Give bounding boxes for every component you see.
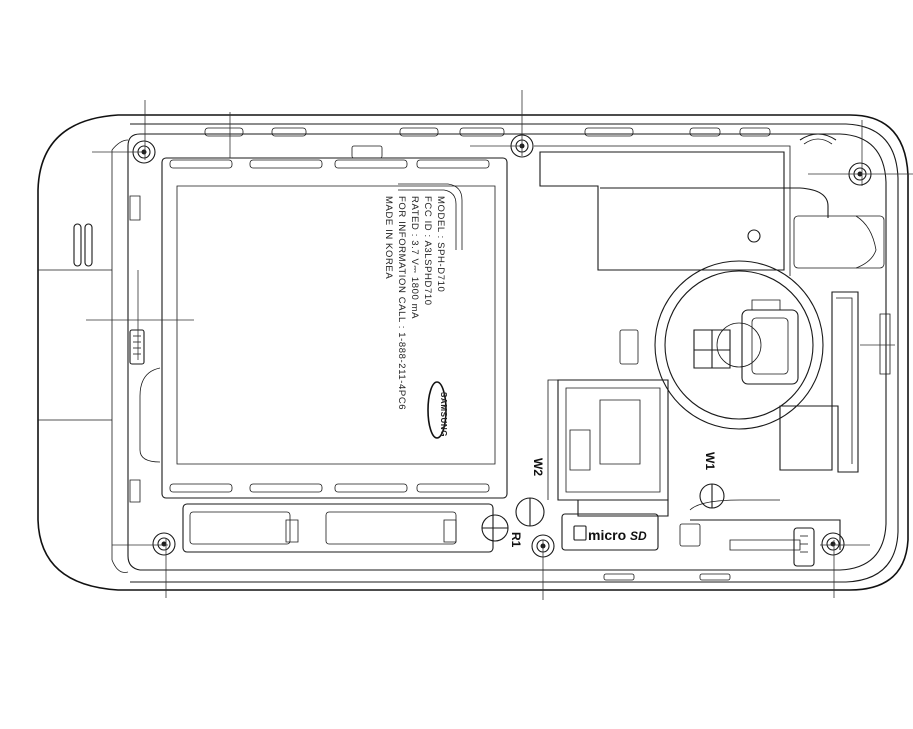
camera-lens [620,261,823,429]
battery [162,158,507,498]
top-edge-slots [205,128,770,158]
bottom-edge-slots [604,574,730,580]
right-side-panel [780,292,890,472]
bottom-left-connectors [183,504,493,552]
microsd-brand-text: micro [588,527,626,543]
bottom-right-details [680,500,840,566]
samsung-logo: SAMSUNG [428,382,448,438]
samsung-logo-text: SAMSUNG [439,392,448,437]
battery-label-line-4: FOR INFORMATION CALL : 1-888-211-4PC6 [396,196,407,410]
screw-bottom-left [153,533,175,555]
battery-label-line-3: RATED : 3.7 V⎓ 1800 mA [409,196,420,319]
battery-label-text: MODEL : SPH-D710 FCC ID : A3LSPHD710 RAT… [383,196,446,410]
phone-body-outline [38,115,908,590]
marker-w2: W2 [531,458,545,476]
test-point-markers: W2 W1 R1 [482,452,724,548]
microsd-logo: micro SD [574,526,647,543]
marker-w1: W1 [703,452,717,470]
right-compartment [534,134,884,276]
screws [133,135,871,557]
battery-label-line-2: FCC ID : A3LSPHD710 [422,196,433,306]
battery-label-line-1: MODEL : SPH-D710 [435,196,446,292]
screw-bottom-right [822,533,844,555]
left-side-buttons [130,196,160,502]
battery-label-line-5: MADE IN KOREA [383,196,394,279]
leader-lines [86,90,913,600]
speaker-grille [74,224,92,266]
marker-r1: R1 [509,532,523,548]
microsd-brand-suffix: SD [630,529,647,543]
card-tray [548,380,668,550]
